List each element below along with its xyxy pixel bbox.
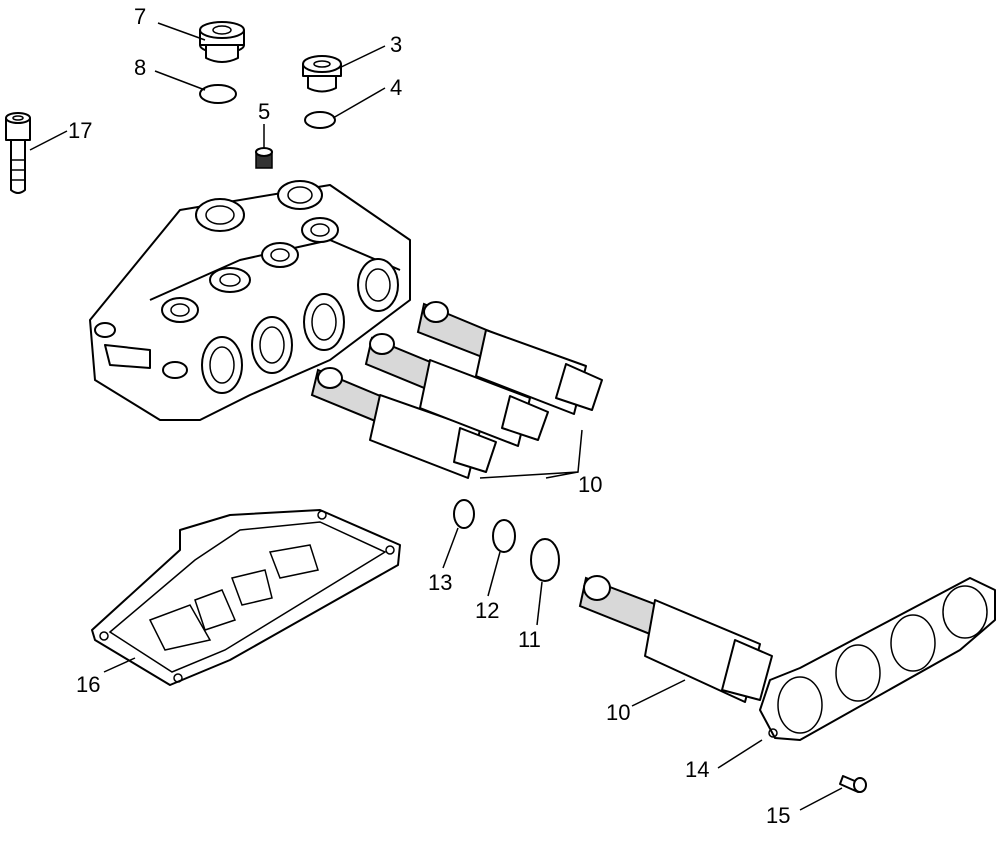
callout-labels: 7 8 3 4 5 17 10 13 12 11 16 10 14 15 [68, 4, 790, 828]
callout-11: 11 [518, 627, 541, 652]
callout-4: 4 [390, 75, 402, 100]
callout-16: 16 [76, 672, 100, 697]
o-ring-part-4 [304, 111, 336, 129]
o-ring-part-12 [492, 519, 516, 553]
callout-10-top: 10 [578, 472, 602, 497]
solenoid-valve-single [578, 575, 773, 703]
callout-15: 15 [766, 803, 790, 828]
solenoid-valve-2 [364, 333, 549, 447]
o-ring-part-11 [530, 538, 560, 582]
callout-3: 3 [390, 32, 402, 57]
o-ring-part-8 [199, 84, 237, 104]
solenoid-valve-3 [416, 301, 603, 415]
callout-7: 7 [134, 4, 146, 29]
callout-12: 12 [475, 598, 499, 623]
callout-17: 17 [68, 118, 92, 143]
callout-14: 14 [685, 757, 709, 782]
solenoid-valve-group [310, 301, 603, 479]
callout-13: 13 [428, 570, 452, 595]
leader-lines [29, 22, 843, 811]
gasket-part-14 [759, 577, 996, 741]
plug-part-3 [302, 55, 342, 93]
cap-screw-part-17 [5, 112, 31, 194]
plug-part-7 [199, 21, 245, 63]
o-ring-part-13 [453, 499, 475, 529]
callout-5: 5 [258, 99, 270, 124]
callout-8: 8 [134, 55, 146, 80]
gasket-part-16 [91, 509, 401, 686]
callout-10-bottom: 10 [606, 700, 630, 725]
valve-body [89, 180, 411, 421]
solenoid-valve-1 [310, 367, 497, 479]
screw-part-15 [839, 775, 867, 793]
set-screw-part-5 [255, 147, 273, 169]
